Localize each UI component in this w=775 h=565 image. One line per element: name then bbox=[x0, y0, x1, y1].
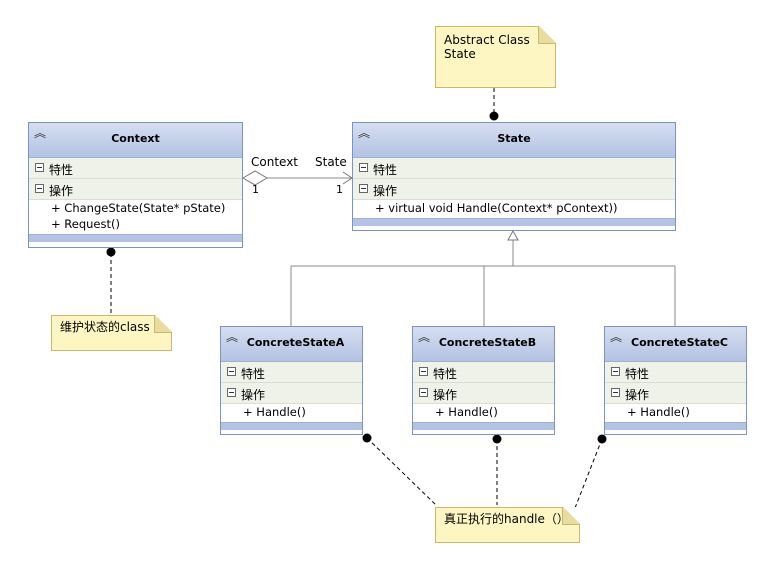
operations-compartment[interactable]: 操作 bbox=[413, 383, 554, 404]
minus-box-icon[interactable] bbox=[35, 163, 44, 172]
class-concrete-state-c-header: ︽ ConcreteStateC bbox=[605, 327, 746, 362]
note-handle-text: 真正执行的handle（） bbox=[444, 512, 569, 526]
note-handle[interactable]: 真正执行的handle（） bbox=[435, 507, 580, 543]
minus-box-icon[interactable] bbox=[35, 184, 44, 193]
attributes-label: 特性 bbox=[241, 367, 266, 381]
context-note-anchor-icon bbox=[106, 247, 116, 257]
operations-label: 操作 bbox=[241, 388, 266, 402]
class-concrete-state-a-header: ︽ ConcreteStateA bbox=[221, 327, 362, 362]
attributes-label: 特性 bbox=[49, 163, 74, 177]
class-state-header: ︽ State bbox=[353, 123, 675, 158]
attributes-label: 特性 bbox=[373, 163, 398, 177]
aggregation-diamond bbox=[242, 170, 268, 186]
class-concrete-state-b-footer bbox=[413, 422, 554, 430]
attributes-compartment[interactable]: 特性 bbox=[413, 362, 554, 383]
note-abstract-state-line-1: Abstract Class bbox=[444, 33, 530, 47]
operation-row[interactable]: + Handle() bbox=[413, 404, 554, 420]
operation-row[interactable]: + ChangeState(State* pState) bbox=[29, 200, 242, 216]
attributes-label: 特性 bbox=[433, 367, 458, 381]
association-source-role: Context bbox=[251, 155, 299, 169]
association-source-multiplicity: 1 bbox=[252, 183, 259, 196]
handle-note-anchor-a-icon bbox=[362, 433, 372, 443]
minus-box-icon[interactable] bbox=[419, 388, 428, 397]
handle-note-connector-c[interactable] bbox=[574, 438, 603, 509]
note-context-text: 维护状态的class bbox=[60, 320, 150, 334]
minus-box-icon[interactable] bbox=[359, 184, 368, 193]
handle-note-anchor-c-icon bbox=[597, 434, 607, 444]
minus-box-icon[interactable] bbox=[611, 388, 620, 397]
note-abstract-state[interactable]: Abstract Class State bbox=[435, 26, 556, 88]
association-target-role: State bbox=[315, 155, 347, 169]
class-concrete-state-c-name: ConcreteStateC bbox=[631, 336, 728, 349]
generalization-arrowhead bbox=[507, 229, 519, 241]
class-state-name: State bbox=[497, 132, 531, 145]
handle-note-anchor-b-icon bbox=[492, 434, 502, 444]
minus-box-icon[interactable] bbox=[227, 388, 236, 397]
class-context-header: ︽ Context bbox=[29, 123, 242, 158]
double-chevron-up-icon[interactable]: ︽ bbox=[33, 126, 46, 140]
note-fold-icon bbox=[562, 507, 580, 525]
note-fold-icon bbox=[538, 26, 556, 44]
class-concrete-state-a-name: ConcreteStateA bbox=[246, 336, 345, 349]
class-context-name: Context bbox=[111, 132, 160, 145]
double-chevron-up-icon[interactable]: ︽ bbox=[417, 330, 430, 344]
operation-row[interactable]: + Handle() bbox=[605, 404, 746, 420]
class-concrete-state-a-footer bbox=[221, 422, 362, 430]
attributes-compartment[interactable]: 特性 bbox=[605, 362, 746, 383]
operations-label: 操作 bbox=[49, 184, 74, 198]
operations-compartment[interactable]: 操作 bbox=[353, 179, 675, 200]
operation-row[interactable]: + Request() bbox=[29, 216, 242, 232]
class-state[interactable]: ︽ State 特性 操作 + virtual void Handle(Cont… bbox=[352, 122, 676, 231]
operations-compartment[interactable]: 操作 bbox=[29, 179, 242, 200]
attributes-label: 特性 bbox=[625, 367, 650, 381]
double-chevron-up-icon[interactable]: ︽ bbox=[357, 126, 370, 140]
minus-box-icon[interactable] bbox=[611, 367, 620, 376]
operations-compartment[interactable]: 操作 bbox=[221, 383, 362, 404]
minus-box-icon[interactable] bbox=[419, 367, 428, 376]
attributes-compartment[interactable]: 特性 bbox=[29, 158, 242, 179]
class-concrete-state-b-header: ︽ ConcreteStateB bbox=[413, 327, 554, 362]
double-chevron-up-icon[interactable]: ︽ bbox=[609, 330, 622, 344]
operations-compartment[interactable]: 操作 bbox=[605, 383, 746, 404]
attributes-compartment[interactable]: 特性 bbox=[221, 362, 362, 383]
association-target-multiplicity: 1 bbox=[336, 183, 343, 196]
operations-label: 操作 bbox=[373, 184, 398, 198]
class-state-footer bbox=[353, 218, 675, 226]
class-context[interactable]: ︽ Context 特性 操作 + ChangeState(State* pSt… bbox=[28, 122, 243, 248]
class-concrete-state-c-footer bbox=[605, 422, 746, 430]
attributes-compartment[interactable]: 特性 bbox=[353, 158, 675, 179]
note-fold-icon bbox=[154, 315, 172, 333]
operations-label: 操作 bbox=[433, 388, 458, 402]
operation-row[interactable]: + virtual void Handle(Context* pContext)… bbox=[353, 200, 675, 216]
class-concrete-state-b[interactable]: ︽ ConcreteStateB 特性 操作 + Handle() bbox=[412, 326, 555, 435]
operation-row[interactable]: + Handle() bbox=[221, 404, 362, 420]
abstract-note-anchor-icon bbox=[489, 111, 499, 121]
note-abstract-state-line-2: State bbox=[444, 47, 476, 61]
minus-box-icon[interactable] bbox=[227, 367, 236, 376]
class-context-footer bbox=[29, 234, 242, 242]
double-chevron-up-icon[interactable]: ︽ bbox=[225, 330, 238, 344]
minus-box-icon[interactable] bbox=[359, 163, 368, 172]
class-concrete-state-b-name: ConcreteStateB bbox=[438, 336, 537, 349]
note-context[interactable]: 维护状态的class bbox=[51, 315, 172, 351]
class-concrete-state-c[interactable]: ︽ ConcreteStateC 特性 操作 + Handle() bbox=[604, 326, 747, 435]
handle-note-connector-a[interactable] bbox=[366, 437, 438, 507]
operations-label: 操作 bbox=[625, 388, 650, 402]
class-concrete-state-a[interactable]: ︽ ConcreteStateA 特性 操作 + Handle() bbox=[220, 326, 363, 435]
